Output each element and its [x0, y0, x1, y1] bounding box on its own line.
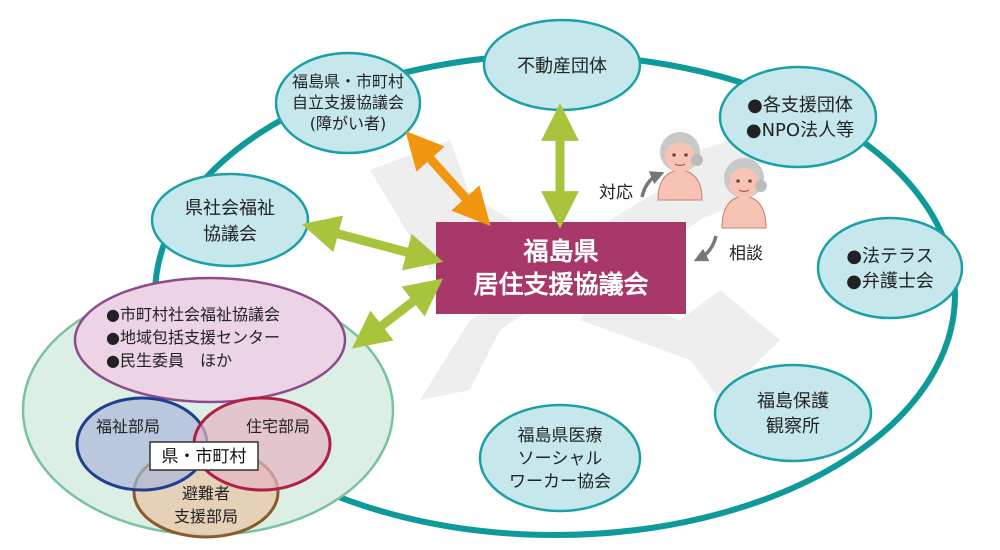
respond-label: 対応 — [599, 183, 633, 203]
center-title-line-2: 居住支援協議会 — [473, 270, 648, 299]
independence-line-1: 福島県・市町村 — [292, 72, 404, 91]
legal-line-2: ●弁護士会 — [846, 271, 934, 292]
housing-label: 住宅部局 — [246, 417, 310, 436]
consult-arrow — [693, 235, 718, 262]
center-council-box — [436, 222, 686, 314]
probation-line-1: 福島保護 — [757, 391, 829, 412]
independence-line-2: 自立支援協議会 — [292, 93, 404, 112]
center-title-line-1: 福島県 — [522, 237, 598, 266]
node-medical-social — [478, 403, 642, 513]
medical-line-3: ワーカー協会 — [509, 472, 611, 492]
arrow-to-independence — [405, 130, 491, 227]
pref-municipality-label: 県・市町村 — [162, 447, 247, 467]
member-line-2: ●地域包括支援センター — [106, 328, 280, 347]
welfare-label: 福祉部局 — [96, 417, 160, 436]
local-members-ellipse — [73, 276, 347, 404]
pref-welfare-line-2: 協議会 — [203, 224, 257, 245]
probation-line-2: 観察所 — [766, 416, 820, 437]
independence-line-3: (障がい者) — [310, 114, 387, 133]
pref-welfare-line-1: 県社会福祉 — [185, 198, 275, 219]
real-estate-label: 不動産団体 — [517, 56, 607, 77]
node-pref-social-welfare — [150, 172, 310, 268]
node-support-orgs — [718, 65, 878, 169]
elderly-person-icon-2 — [721, 158, 767, 229]
node-fukushima-independence — [274, 51, 422, 155]
support-orgs-line-2: ●NPO法人等 — [746, 120, 854, 141]
elderly-person-icon-1 — [657, 132, 703, 201]
node-probation — [713, 363, 873, 463]
node-legal — [816, 216, 964, 320]
consult-label: 相談 — [729, 244, 763, 264]
evacuee-line-1: 避難者 — [182, 484, 230, 503]
evacuee-line-2: 支援部局 — [174, 507, 238, 526]
medical-line-2: ソーシャル — [518, 449, 603, 469]
member-line-1: ●市町村社会福祉協議会 — [106, 305, 280, 324]
respond-arrow — [640, 171, 665, 198]
arrow-to-social-welfare — [301, 215, 444, 271]
member-line-3: ●民生委員 ほか — [106, 351, 232, 370]
arrow-to-local-group — [352, 278, 443, 349]
support-orgs-line-1: ●各支援団体 — [747, 95, 853, 116]
legal-line-1: ●法テラス — [846, 246, 933, 267]
pref-municipality-box — [149, 441, 259, 471]
medical-line-1: 福島県医療 — [518, 426, 603, 446]
